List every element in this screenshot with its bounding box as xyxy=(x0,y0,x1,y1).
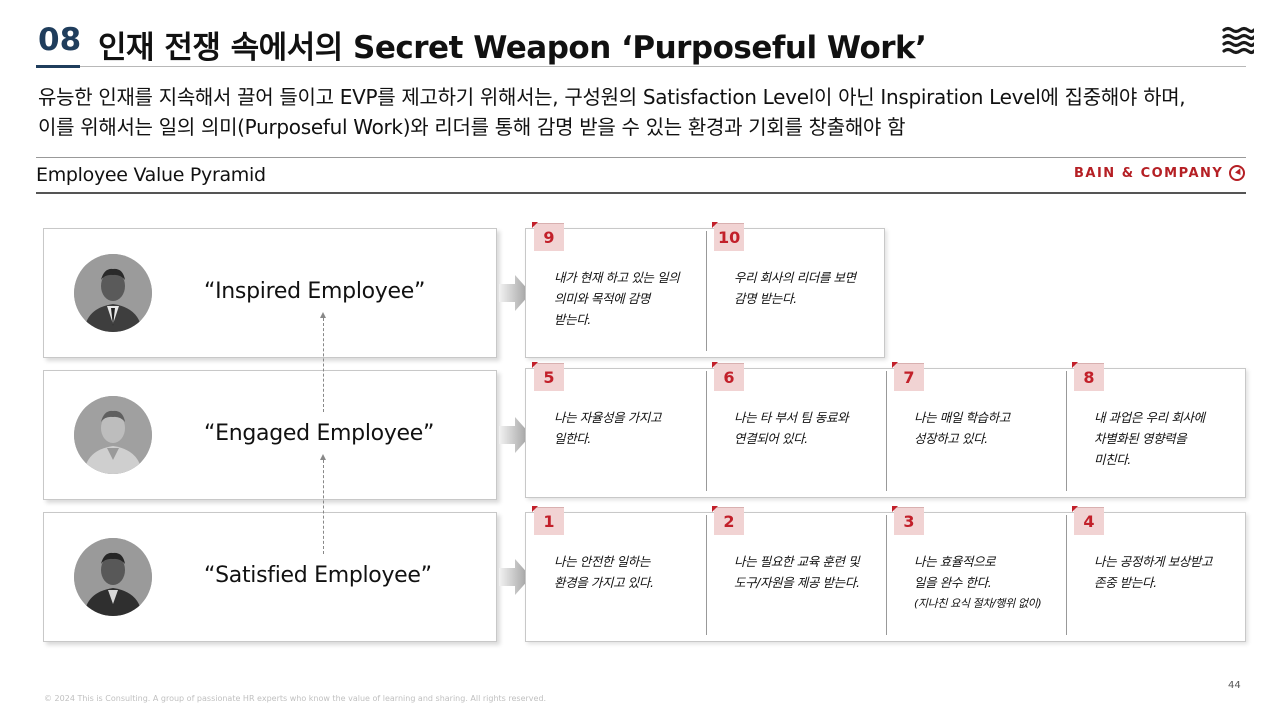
page-number: 44 xyxy=(1228,680,1241,691)
item-number-badge: 8 xyxy=(1072,362,1104,391)
cell-divider xyxy=(706,231,707,351)
item-number-badge: 6 xyxy=(712,362,744,391)
item-card: 10 우리 회사의 리더를 보면 감명 받는다. xyxy=(706,222,886,359)
item-card: 2 나는 필요한 교육 훈련 및 도구/자원을 제공 받는다. xyxy=(706,506,886,643)
item-text: 내 과업은 우리 회사에 차별화된 영향력을 미친다. xyxy=(1094,407,1205,470)
source-brand: BAIN & COMPANY xyxy=(1074,165,1246,181)
item-text-line: 나는 필요한 교육 훈련 및 xyxy=(734,554,860,569)
items-row-engaged: 5 나는 자율성을 가지고 일한다. 6 나는 타 부서 팀 동료와 연결되어 … xyxy=(525,362,1246,499)
item-text: 나는 필요한 교육 훈련 및 도구/자원을 제공 받는다. xyxy=(734,551,860,593)
item-text-line: 환경을 가지고 있다. xyxy=(554,575,654,590)
item-text: 나는 안전한 일하는 환경을 가지고 있다. xyxy=(554,551,654,593)
person-avatar-icon xyxy=(74,396,152,474)
progression-arrow xyxy=(320,312,326,412)
item-number-badge: 4 xyxy=(1072,506,1104,535)
cell-divider xyxy=(1066,515,1067,635)
item-card: 5 나는 자율성을 가지고 일한다. xyxy=(526,362,706,499)
item-text-line: 나는 타 부서 팀 동료와 xyxy=(734,410,849,425)
title-divider-accent xyxy=(36,65,80,68)
section-number: 08 xyxy=(38,22,82,58)
item-text-line: 나는 효율적으로 xyxy=(914,554,996,569)
item-text-line: 일한다. xyxy=(554,431,591,446)
item-number-badge: 2 xyxy=(712,506,744,535)
progression-arrow xyxy=(320,454,326,554)
item-number-badge: 5 xyxy=(532,362,564,391)
item-card: 7 나는 매일 학습하고 성장하고 있다. xyxy=(886,362,1066,499)
item-text: 나는 타 부서 팀 동료와 연결되어 있다. xyxy=(734,407,849,449)
item-text-line: 차별화된 영향력을 xyxy=(1094,431,1187,446)
item-text: 나는 자율성을 가지고 일한다. xyxy=(554,407,661,449)
section-divider-top xyxy=(36,157,1246,158)
item-text: 나는 매일 학습하고 성장하고 있다. xyxy=(914,407,1010,449)
item-card: 3 나는 효율적으로 일을 완수 한다. (지나친 요식 절차/행위 없이) xyxy=(886,506,1066,643)
item-text-line: 감명 받는다. xyxy=(734,291,797,306)
item-card: 6 나는 타 부서 팀 동료와 연결되어 있다. xyxy=(706,362,886,499)
subtitle-line: 유능한 인재를 지속해서 끌어 들이고 EVP를 제고하기 위해서는, 구성원의… xyxy=(38,85,1186,109)
title-divider xyxy=(36,66,1246,67)
item-text-line: (지나친 요식 절차/행위 없이) xyxy=(914,597,1042,610)
page-title: 인재 전쟁 속에서의 Secret Weapon ‘Purposeful Wor… xyxy=(98,30,927,66)
chevron-right-icon xyxy=(499,275,531,311)
level-box-satisfied: “Satisfied Employee” xyxy=(43,512,497,642)
item-text-line: 나는 자율성을 가지고 xyxy=(554,410,662,425)
item-text-line: 성장하고 있다. xyxy=(914,431,988,446)
item-number-badge: 10 xyxy=(711,222,745,251)
copyright-footer: © 2024 This is Consulting. A group of pa… xyxy=(44,694,547,703)
cell-divider xyxy=(886,371,887,491)
item-text-line: 도구/자원을 제공 받는다. xyxy=(734,575,860,590)
item-text-line: 받는다. xyxy=(554,312,591,327)
item-text-line: 나는 매일 학습하고 xyxy=(914,410,1010,425)
level-label-engaged: “Engaged Employee” xyxy=(204,421,435,446)
item-number-badge: 9 xyxy=(532,222,564,251)
item-text-line: 내 과업은 우리 회사에 xyxy=(1094,410,1205,425)
item-card: 8 내 과업은 우리 회사에 차별화된 영향력을 미친다. xyxy=(1066,362,1246,499)
person-avatar-icon xyxy=(74,538,152,616)
chevron-right-icon xyxy=(499,417,531,453)
level-box-engaged: “Engaged Employee” xyxy=(43,370,497,500)
section-label: Employee Value Pyramid xyxy=(36,164,266,186)
item-text-line: 의미와 목적에 감명 xyxy=(554,291,650,306)
level-label-inspired: “Inspired Employee” xyxy=(204,279,426,304)
item-text: 우리 회사의 리더를 보면 감명 받는다. xyxy=(734,267,856,309)
source-brand-text: BAIN & COMPANY xyxy=(1074,165,1224,181)
item-card: 4 나는 공정하게 보상받고 존중 받는다. xyxy=(1066,506,1246,643)
item-card: 9 내가 현재 하고 있는 일의 의미와 목적에 감명 받는다. xyxy=(526,222,706,359)
item-number-badge: 3 xyxy=(892,506,924,535)
item-text-line: 내가 현재 하고 있는 일의 xyxy=(554,270,680,285)
item-text-line: 미친다. xyxy=(1094,452,1131,467)
cell-divider xyxy=(706,371,707,491)
item-text-line: 존중 받는다. xyxy=(1094,575,1157,590)
level-label-satisfied: “Satisfied Employee” xyxy=(204,563,432,588)
person-avatar-icon xyxy=(74,254,152,332)
cell-divider xyxy=(706,515,707,635)
compass-logo-icon xyxy=(1229,165,1246,181)
level-box-inspired: “Inspired Employee” xyxy=(43,228,497,358)
item-text-line: 연결되어 있다. xyxy=(734,431,808,446)
item-number-badge: 1 xyxy=(532,506,564,535)
item-text-line: 나는 안전한 일하는 xyxy=(554,554,650,569)
chevron-right-icon xyxy=(499,559,531,595)
item-text-line: 우리 회사의 리더를 보면 xyxy=(734,270,856,285)
item-text: 나는 효율적으로 일을 완수 한다. (지나친 요식 절차/행위 없이) xyxy=(914,551,1042,614)
item-text: 내가 현재 하고 있는 일의 의미와 목적에 감명 받는다. xyxy=(554,267,680,330)
item-text-line: 나는 공정하게 보상받고 xyxy=(1094,554,1213,569)
subtitle: 유능한 인재를 지속해서 끌어 들이고 EVP를 제고하기 위해서는, 구성원의… xyxy=(38,82,1186,142)
subtitle-line: 이를 위해서는 일의 의미(Purposeful Work)와 리더를 통해 감… xyxy=(38,115,906,139)
cell-divider xyxy=(886,515,887,635)
waves-logo-icon xyxy=(1222,26,1254,55)
section-divider-bottom xyxy=(36,192,1246,194)
item-text-line: 일을 완수 한다. xyxy=(914,575,992,590)
cell-divider xyxy=(1066,371,1067,491)
items-row-inspired: 9 내가 현재 하고 있는 일의 의미와 목적에 감명 받는다. 10 우리 회… xyxy=(525,222,886,359)
item-text: 나는 공정하게 보상받고 존중 받는다. xyxy=(1094,551,1213,593)
item-card: 1 나는 안전한 일하는 환경을 가지고 있다. xyxy=(526,506,706,643)
items-row-satisfied: 1 나는 안전한 일하는 환경을 가지고 있다. 2 나는 필요한 교육 훈련 … xyxy=(525,506,1246,643)
item-number-badge: 7 xyxy=(892,362,924,391)
